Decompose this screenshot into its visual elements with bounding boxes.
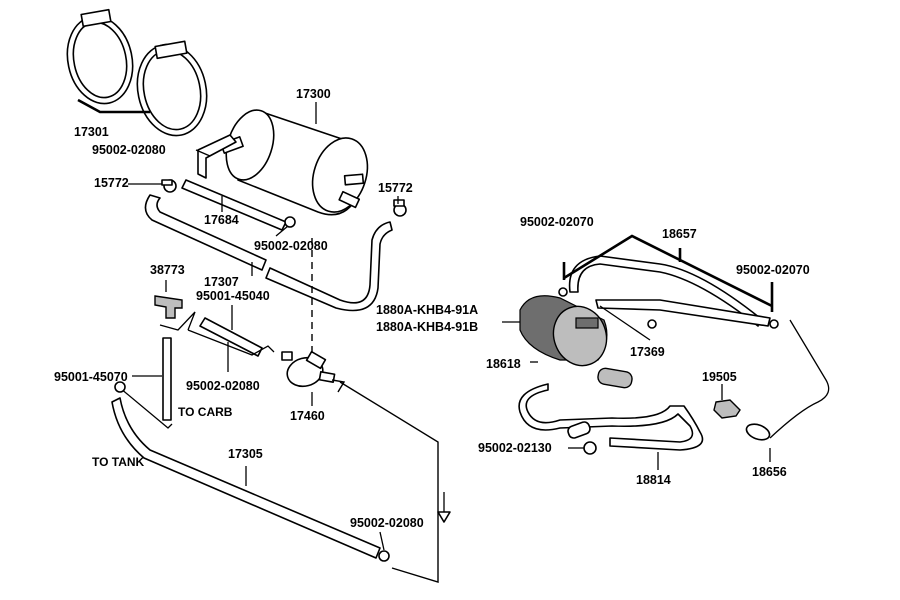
label-18657: 18657 — [662, 227, 697, 241]
leader-18657 — [563, 234, 773, 308]
label-95002-02070-a: 95002-02070 — [520, 215, 594, 229]
label-95001-45070: 95001-45070 — [54, 370, 128, 384]
t-fitting-38773 — [154, 295, 183, 319]
hose-17307-upper — [265, 221, 393, 312]
clamp-95002-02080-c — [187, 329, 275, 356]
label-95002-02080-a: 95002-02080 — [92, 143, 166, 157]
clamp-15772-right — [393, 199, 407, 217]
label-95001-45040: 95001-45040 — [196, 289, 270, 303]
label-17301: 17301 — [74, 125, 109, 139]
clamp-to-carb — [119, 387, 173, 429]
label-95002-02070-b: 95002-02070 — [736, 263, 810, 277]
clamp-95001-45040 — [159, 311, 196, 331]
label-18814: 18814 — [636, 473, 671, 487]
label-95002-02130: 95002-02130 — [478, 441, 552, 455]
hose-17305 — [111, 397, 381, 559]
label-18656: 18656 — [752, 465, 787, 479]
clamp-15772-left — [161, 179, 177, 193]
label-17460: 17460 — [290, 409, 325, 423]
label-19505: 19505 — [702, 370, 737, 384]
band-clamp-right — [136, 40, 208, 137]
hose-vertical — [162, 337, 172, 421]
hose-short — [199, 317, 263, 357]
label-17300: 17300 — [296, 87, 331, 101]
label-to-carb: TO CARB — [178, 405, 233, 419]
hose-17307 — [144, 194, 267, 271]
canister-bracket — [197, 134, 237, 179]
clamp-95002-02080-d — [378, 550, 390, 562]
screw-17369 — [647, 319, 657, 329]
label-1880a-khb4-91b: 1880A-KHB4-91B — [376, 320, 478, 334]
fitting-18656 — [745, 319, 830, 441]
label-15772-a: 15772 — [94, 176, 129, 190]
label-17307: 17307 — [204, 275, 239, 289]
band-clamp-left — [66, 8, 134, 105]
label-15772-b: 15772 — [378, 181, 413, 195]
label-95002-02080-c: 95002-02080 — [186, 379, 260, 393]
fuel-filter-17460 — [281, 350, 336, 388]
charcoal-canister — [220, 109, 369, 216]
leader-17301 — [77, 98, 150, 114]
label-18618: 18618 — [486, 357, 521, 371]
clamp-95002-02130 — [583, 441, 597, 455]
label-95002-02080-d: 95002-02080 — [350, 516, 424, 530]
clamp-95002-02080-lower — [284, 216, 296, 228]
label-38773: 38773 — [150, 263, 185, 277]
label-to-tank: TO TANK — [92, 455, 145, 469]
hose-18814 — [518, 383, 704, 451]
flow-arrow-line — [339, 381, 439, 583]
pump-18618 — [519, 295, 633, 389]
clamp-19505 — [713, 399, 741, 419]
label-1880a-khb4-91a: 1880A-KHB4-91A — [376, 303, 478, 317]
hose-17684 — [181, 179, 287, 231]
label-17684: 17684 — [204, 213, 239, 227]
label-17369: 17369 — [630, 345, 665, 359]
label-17305: 17305 — [228, 447, 263, 461]
arrow-up — [437, 511, 451, 523]
label-95002-02080-b: 95002-02080 — [254, 239, 328, 253]
